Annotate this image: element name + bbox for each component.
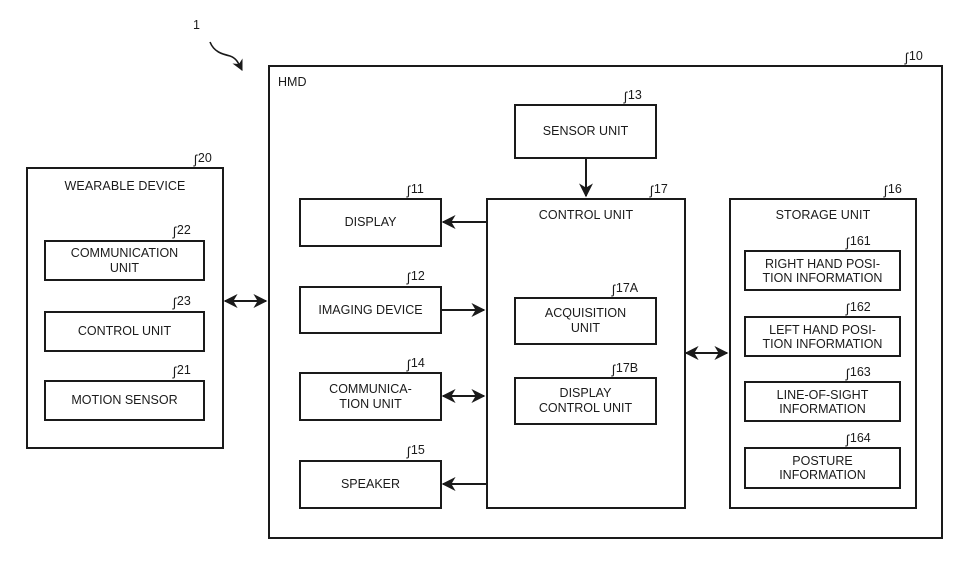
display-label: DISPLAY xyxy=(344,215,397,229)
wearable-control-unit-label: CONTROL UNIT xyxy=(77,324,172,338)
storage-item-label: RIGHT HAND POSI- TION INFORMATION xyxy=(762,256,883,285)
storage-unit-ref: ʃ16 xyxy=(884,182,902,198)
wearable-control-unit-box: CONTROL UNIT xyxy=(44,311,205,352)
storage-item-label: POSTURE INFORMATION xyxy=(779,454,866,482)
storage-item-ref: ʃ161 xyxy=(846,234,871,250)
hmd-control-unit-ref: ʃ17 xyxy=(650,182,668,198)
system-leader-arrow xyxy=(209,41,243,72)
acquisition-unit-ref: ʃ17A xyxy=(612,281,639,297)
hmd-communication-unit-ref: ʃ14 xyxy=(407,356,425,372)
storage-item-label: LEFT HAND POSI- TION INFORMATION xyxy=(762,322,883,351)
imaging-device-box: IMAGING DEVICE xyxy=(299,286,442,334)
hmd-box: HMD xyxy=(268,65,943,539)
sensor-unit-label: SENSOR UNIT xyxy=(542,124,629,138)
display-box: DISPLAY xyxy=(299,198,442,247)
sensor-unit-box: SENSOR UNIT xyxy=(514,104,657,159)
wearable-communication-unit-label: COMMUNICATION UNIT xyxy=(70,245,179,275)
wearable-device-ref: ʃ20 xyxy=(194,151,212,167)
hmd-communication-unit-box: COMMUNICA- TION UNIT xyxy=(299,372,442,421)
hmd-control-unit-box: CONTROL UNIT xyxy=(486,198,686,509)
speaker-label: SPEAKER xyxy=(340,477,401,491)
imaging-device-ref: ʃ12 xyxy=(407,269,425,285)
wearable-control-unit-ref: ʃ23 xyxy=(173,294,191,310)
imaging-device-label: IMAGING DEVICE xyxy=(318,302,423,317)
storage-item-box: LEFT HAND POSI- TION INFORMATION xyxy=(744,316,901,357)
speaker-ref: ʃ15 xyxy=(407,443,425,459)
wearable-communication-unit-ref: ʃ22 xyxy=(173,223,191,239)
display-control-unit-ref: ʃ17B xyxy=(612,361,639,377)
storage-unit-title: STORAGE UNIT xyxy=(775,208,871,222)
storage-item-ref: ʃ163 xyxy=(846,365,871,381)
motion-sensor-ref: ʃ21 xyxy=(173,363,191,379)
hmd-title: HMD xyxy=(278,75,307,89)
acquisition-unit-box: ACQUISITION UNIT xyxy=(514,297,657,345)
storage-item-ref: ʃ162 xyxy=(846,300,871,316)
display-control-unit-label: DISPLAY CONTROL UNIT xyxy=(538,386,633,415)
hmd-ref: ʃ10 xyxy=(905,49,923,65)
sensor-unit-ref: ʃ13 xyxy=(624,88,642,104)
hmd-control-unit-title: CONTROL UNIT xyxy=(538,208,634,222)
wearable-communication-unit-box: COMMUNICATION UNIT xyxy=(44,240,205,281)
hmd-communication-unit-label: COMMUNICA- TION UNIT xyxy=(329,381,412,411)
motion-sensor-label: MOTION SENSOR xyxy=(71,393,178,407)
wearable-device-title: WEARABLE DEVICE xyxy=(64,179,186,193)
acquisition-unit-label: ACQUISITION UNIT xyxy=(544,306,627,335)
storage-item-ref: ʃ164 xyxy=(846,431,871,447)
display-ref: ʃ11 xyxy=(407,182,424,198)
storage-item-box: RIGHT HAND POSI- TION INFORMATION xyxy=(744,250,901,291)
storage-unit-box: STORAGE UNIT xyxy=(729,198,917,509)
system-ref: 1 xyxy=(193,18,200,32)
motion-sensor-box: MOTION SENSOR xyxy=(44,380,205,421)
display-control-unit-box: DISPLAY CONTROL UNIT xyxy=(514,377,657,425)
storage-item-box: LINE-OF-SIGHT INFORMATION xyxy=(744,381,901,422)
storage-item-label: LINE-OF-SIGHT INFORMATION xyxy=(776,387,869,416)
speaker-box: SPEAKER xyxy=(299,460,442,509)
storage-item-box: POSTURE INFORMATION xyxy=(744,447,901,489)
